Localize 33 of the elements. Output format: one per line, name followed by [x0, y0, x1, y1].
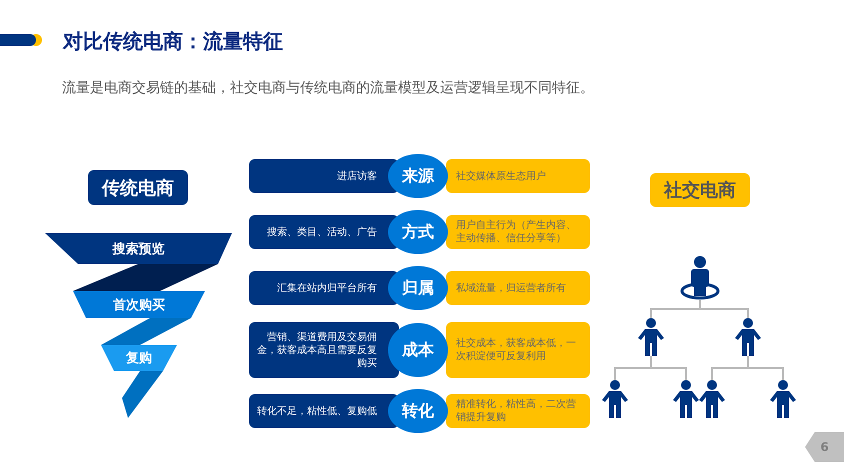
feature-box: 精准转化，粘性高，二次营销提升复购 — [446, 394, 590, 428]
connector-line — [650, 356, 687, 380]
connector-line — [747, 356, 784, 380]
funnel-layer: 复购 — [101, 345, 177, 371]
feature-box: 用户自主行为（产生内容、主动传播、信任分享等） — [446, 215, 590, 249]
funnel-layer: 首次购买 — [73, 291, 205, 318]
page-number: 6 — [805, 432, 844, 462]
person-icon — [735, 318, 761, 356]
traditional-header: 传统电商 — [88, 170, 188, 205]
feature-box: 社交媒体原生态用户 — [446, 159, 590, 193]
connector-line — [699, 300, 749, 318]
subtitle: 流量是电商交易链的基础，社交电商与传统电商的流量模型及运营逻辑呈现不同特征。 — [62, 79, 594, 97]
feature-box: 转化不足，粘性低、复购低 — [249, 394, 399, 428]
funnel-layer: 搜索预览 — [45, 233, 232, 264]
feature-box: 进店访客 — [249, 159, 399, 193]
category-circle: 转化 — [388, 389, 448, 433]
slide-title: 对比传统电商：流量特征 — [63, 28, 283, 55]
category-circle: 来源 — [388, 154, 448, 198]
person-icon — [699, 380, 725, 418]
category-circle: 归属 — [388, 266, 448, 310]
feature-box: 营销、渠道费用及交易佣金，获客成本高且需要反复购买 — [249, 322, 399, 378]
feature-box: 私域流量，归运营者所有 — [446, 271, 590, 305]
category-circle: 方式 — [388, 210, 448, 254]
feature-box: 搜索、类目、活动、广告 — [249, 215, 399, 249]
category-circle: 成本 — [388, 323, 448, 377]
person-icon — [673, 380, 699, 418]
person-icon — [602, 380, 628, 418]
feature-box: 汇集在站内归平台所有 — [249, 271, 399, 305]
social-header: 社交电商 — [650, 173, 750, 207]
person-icon — [638, 318, 664, 356]
person-ring-icon — [680, 255, 720, 300]
person-icon — [770, 380, 796, 418]
feature-box: 社交成本，获客成本低，一次积淀便可反复利用 — [446, 322, 590, 378]
